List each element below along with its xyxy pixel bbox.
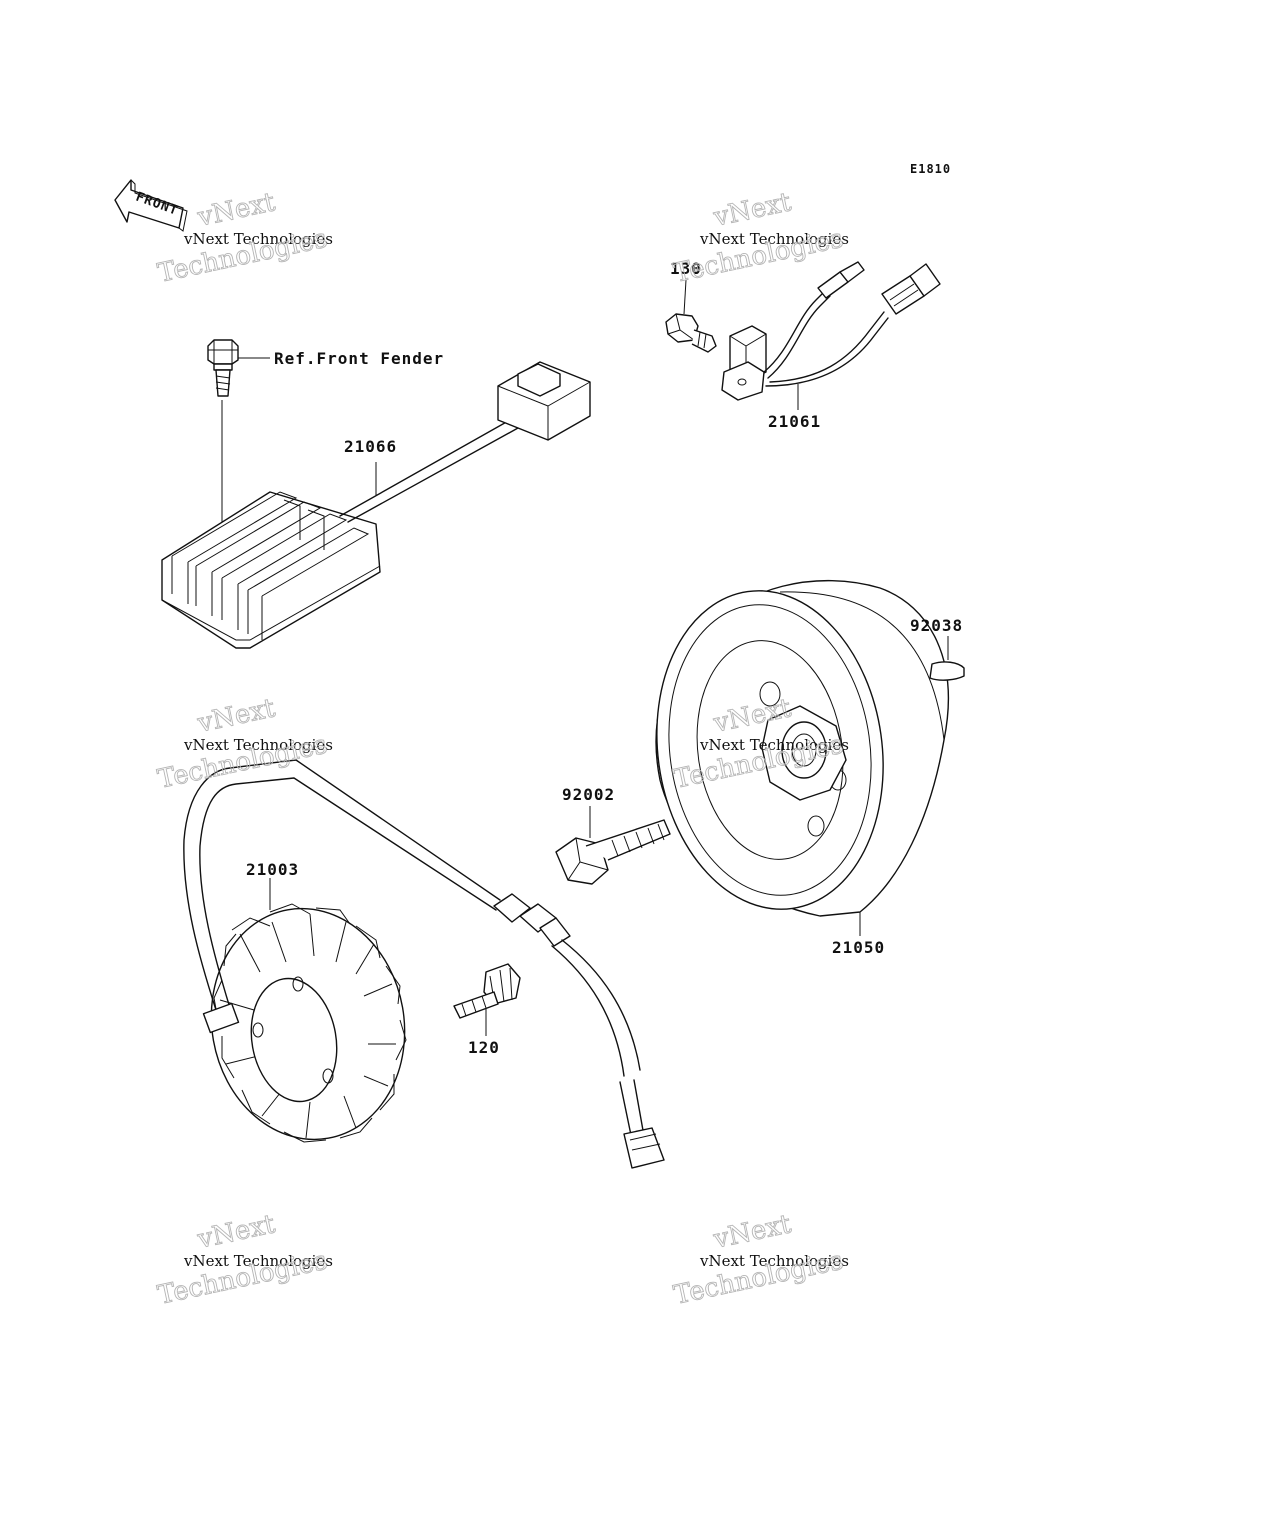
label-130: 130 <box>670 259 702 278</box>
label-21003: 21003 <box>246 860 299 879</box>
label-92038: 92038 <box>910 616 963 635</box>
flywheel-bolt: 92002 <box>555 785 671 885</box>
watermark-6: vNext vNext Technologies Technologies <box>671 1209 849 1312</box>
pickup-bolt-130 <box>665 313 717 353</box>
regulator-rectifier: 21066 <box>161 361 591 649</box>
svg-text:vNext: vNext <box>710 187 794 233</box>
watermark-1: vNext vNext Technologies Technologies <box>155 187 333 290</box>
watermark-5: vNext vNext Technologies Technologies <box>155 1209 333 1312</box>
watermark-2: vNext vNext Technologies Technologies <box>671 187 849 290</box>
diagram-code: E1810 <box>910 162 951 176</box>
front-arrow-icon: FRONT <box>114 179 188 232</box>
ref-front-fender: Ref.Front Fender <box>274 349 444 368</box>
svg-text:vNext Technologies: vNext Technologies <box>699 1252 849 1270</box>
svg-text:vNext: vNext <box>194 187 278 233</box>
label-120: 120 <box>468 1038 500 1057</box>
svg-text:vNext: vNext <box>194 1209 278 1255</box>
svg-text:vNext: vNext <box>710 1209 794 1255</box>
label-21050: 21050 <box>832 938 885 957</box>
pickup-coil: 21061 130 <box>665 259 941 431</box>
label-92002: 92002 <box>562 785 615 804</box>
svg-text:vNext Technologies: vNext Technologies <box>183 230 333 248</box>
svg-text:vNext Technologies: vNext Technologies <box>183 736 333 754</box>
svg-text:vNext Technologies: vNext Technologies <box>699 230 849 248</box>
svg-text:vNext Technologies: vNext Technologies <box>183 1252 333 1270</box>
stator-coil: 21003 <box>183 759 665 1169</box>
label-21061: 21061 <box>768 412 821 431</box>
svg-text:vNext Technologies: vNext Technologies <box>699 736 849 754</box>
woodruff-key: 92038 <box>910 616 965 681</box>
stator-bolt: 120 <box>453 963 521 1057</box>
watermark-3: vNext vNext Technologies Technologies <box>155 693 333 796</box>
svg-text:vNext: vNext <box>194 693 278 739</box>
flywheel-rotor: 21050 <box>655 579 949 957</box>
label-21066: 21066 <box>344 437 397 456</box>
